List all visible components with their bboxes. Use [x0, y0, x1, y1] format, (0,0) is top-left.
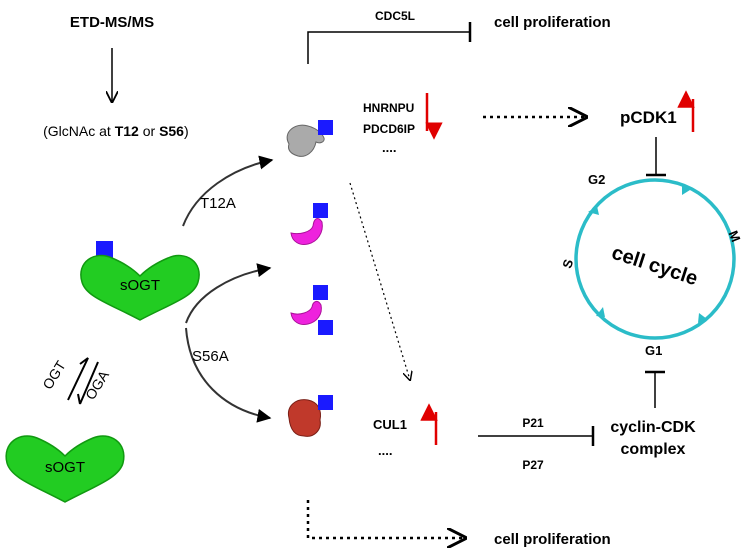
phase-g2: G2	[588, 172, 605, 187]
cyclin-cdk-complex-line1: cyclin-CDK	[610, 419, 696, 436]
equilibrium-harpoon-up	[67, 357, 89, 401]
dotted-arrow-to-cul1	[349, 182, 410, 380]
cycle-arrowhead	[596, 307, 605, 317]
variant-s56a-red	[287, 395, 333, 437]
pcdk1-label: pCDK1	[620, 108, 677, 127]
magenta-variant-shape	[290, 218, 323, 245]
s56a-arrow-up	[185, 263, 272, 324]
cycle-arrowhead	[588, 206, 599, 215]
glycosylation-site-note: (GlcNAc at T12 or S56)	[24, 123, 201, 139]
sogt-unmodified-label: sOGT	[45, 459, 85, 476]
variant-magenta-single	[290, 203, 328, 245]
cdc5l-label: CDC5L	[375, 9, 415, 23]
bottom-cell-proliferation: cell proliferation	[494, 531, 611, 548]
glcnac-square	[318, 320, 333, 335]
t12a-label: T12A	[200, 195, 236, 212]
t12a-arrow	[182, 155, 274, 227]
top-cell-proliferation: cell proliferation	[494, 14, 611, 31]
glcnac-square	[313, 285, 328, 300]
variant-magenta-double	[290, 285, 333, 335]
red-variant-shape	[287, 399, 321, 437]
sogt-protein-unmodified: sOGT	[5, 435, 125, 503]
equilibrium-harpoon-down	[77, 361, 99, 405]
glcnac-square	[318, 395, 333, 410]
hnrnpu-label: HNRNPU	[363, 101, 414, 115]
cell-cycle-title: cell cycle	[609, 242, 700, 290]
phase-g1: G1	[645, 343, 662, 358]
glcnac-square	[96, 241, 113, 258]
phase-m: M	[726, 228, 744, 244]
glcnac-square	[313, 203, 328, 218]
glcnac-square	[318, 120, 333, 135]
variant-t12a-grey	[286, 120, 333, 157]
ogt-label: OGT	[39, 358, 69, 393]
sogt-shape	[80, 254, 200, 321]
oga-label: OGA	[82, 367, 112, 402]
pdcd6ip-label: PDCD6IP	[363, 122, 415, 136]
p27-label: P27	[522, 458, 544, 472]
sogt-unmodified-shape	[5, 435, 125, 503]
cycle-arrowhead	[698, 313, 707, 323]
cell-cycle-diagram: cell cycle G2 M S G1	[559, 172, 743, 358]
bottom-ellipsis: ....	[378, 443, 392, 458]
sogt-label: sOGT	[120, 277, 160, 294]
method-label: ETD-MS/MS	[70, 14, 154, 31]
magenta-double-variant-shape	[290, 300, 322, 325]
sogt-protein-glycosylated: sOGT	[80, 241, 200, 321]
cdc5l-inhibition-line	[307, 31, 470, 64]
s56a-label: S56A	[192, 348, 229, 365]
cyclin-cdk-complex-line2: complex	[621, 441, 686, 458]
grey-variant-shape	[286, 124, 325, 157]
phase-s: S	[559, 257, 576, 270]
s56a-arrow-down	[185, 327, 272, 423]
top-ellipsis: ....	[382, 140, 396, 155]
cul1-label: CUL1	[373, 417, 407, 432]
cell-cycle-circle	[574, 178, 736, 340]
ogt-oga-equilibrium: OGT OGA	[39, 357, 112, 405]
dotted-arrow-bottom-proliferation	[306, 500, 465, 538]
cycle-arrowhead	[682, 184, 690, 195]
p21-label: P21	[522, 416, 544, 430]
